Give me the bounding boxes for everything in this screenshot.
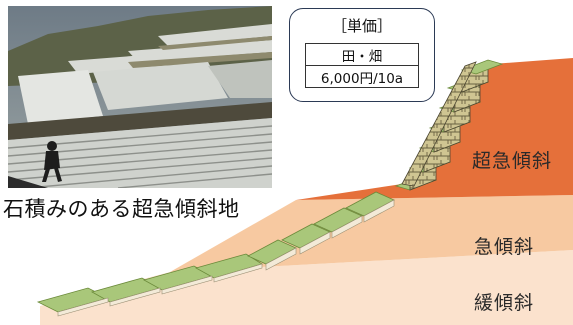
photo-caption: 石積みのある超急傾斜地 (3, 197, 240, 221)
unit-price-title: ［単価］ (331, 17, 392, 35)
unit-price-table: 田・畑 6,000円/10a (305, 43, 419, 88)
terraced-field-photo (8, 6, 272, 188)
unit-price-box: ［単価］ 田・畑 6,000円/10a (289, 8, 435, 102)
price-value-cell: 6,000円/10a (305, 65, 419, 88)
gentle-slope-label: 緩傾斜 (474, 292, 535, 314)
terrace-photo-illustration (8, 6, 272, 188)
steep-terraces (247, 191, 395, 265)
gentle-terraces (36, 253, 263, 313)
gentle-slope-zone (40, 250, 573, 325)
steep-slope-label: 急傾斜 (474, 236, 535, 258)
super-steep-slope-label: 超急傾斜 (472, 150, 553, 172)
stone-wall-face (401, 61, 477, 187)
